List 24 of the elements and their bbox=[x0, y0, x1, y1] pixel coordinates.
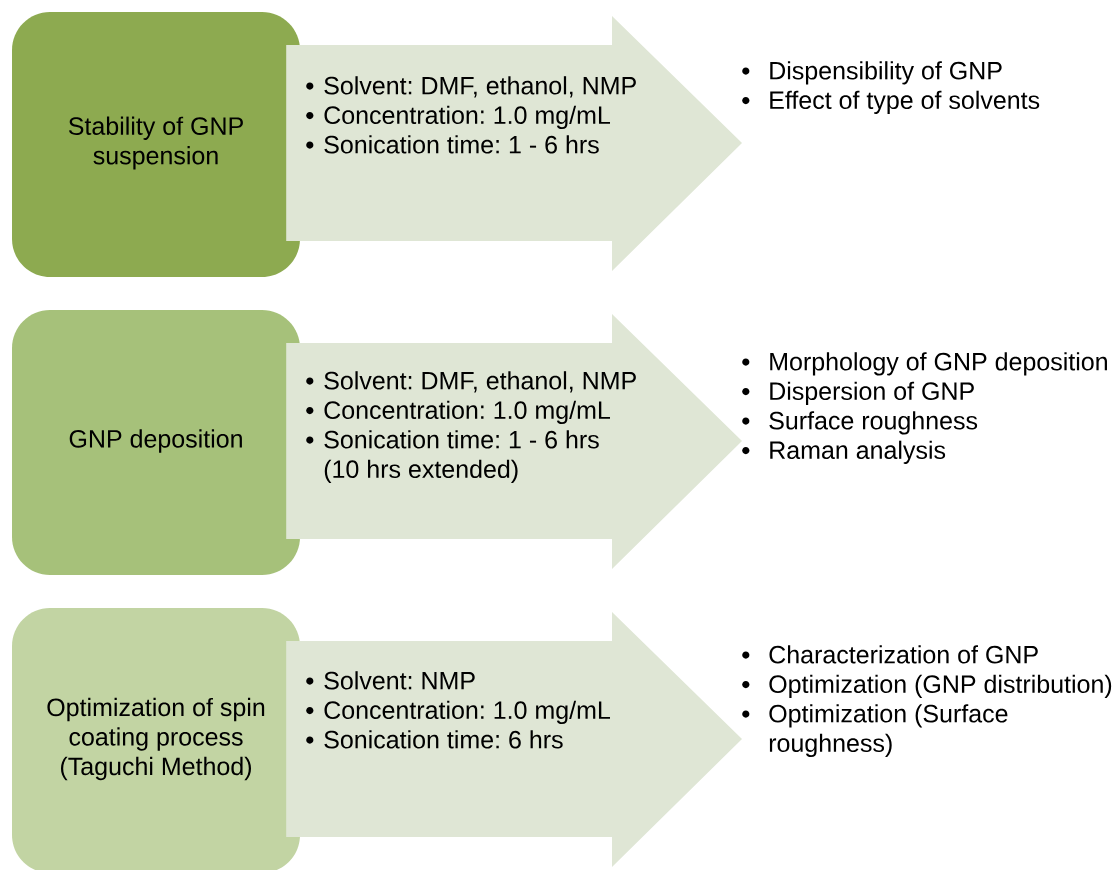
bullet-item: Dispersion of GNP bbox=[742, 381, 974, 405]
bullet-item: Concentration: 1.0 mg/mL bbox=[306, 105, 610, 129]
bullet-item: Concentration: 1.0 mg/mL bbox=[306, 400, 610, 424]
bullet-item: Sonication time: 6 hrs bbox=[306, 730, 563, 749]
bullet-item: Dispensibility of GNP bbox=[742, 61, 1002, 85]
block-arrow bbox=[286, 612, 742, 867]
stage-box: Stability of GNP suspension bbox=[12, 12, 300, 277]
bullet-item: Effect of type of solvents bbox=[742, 90, 1040, 114]
bullet-item: Optimization (GNP distribution) bbox=[742, 674, 1112, 698]
block-arrow bbox=[286, 16, 742, 271]
bullet-item: Solvent: NMP bbox=[306, 671, 475, 690]
bullet-item: Concentration: 1.0 mg/mL bbox=[306, 700, 610, 724]
bullet-item: Raman analysis bbox=[742, 440, 946, 464]
stage-box: GNP deposition bbox=[12, 310, 300, 575]
bullet-item: Surface roughness bbox=[742, 411, 978, 435]
bullet-item: Optimization (Surface roughness) bbox=[742, 704, 1008, 757]
bullet-item: Solvent: DMF, ethanol, NMP bbox=[306, 371, 636, 393]
block-arrow bbox=[286, 314, 742, 569]
bullet-item: Sonication time: 1 - 6 hrs bbox=[306, 135, 599, 154]
stage-box: Optimization of spin coating process (Taguchi Method) bbox=[12, 608, 300, 870]
bullet-item: Sonication time: 1 - 6 hrs (10 hrs extended) bbox=[306, 430, 599, 483]
bullet-item: Morphology of GNP deposition bbox=[742, 352, 1107, 376]
bullet-item: Solvent: DMF, ethanol, NMP bbox=[306, 76, 636, 98]
bullet-item: Characterization of GNP bbox=[742, 645, 1038, 664]
